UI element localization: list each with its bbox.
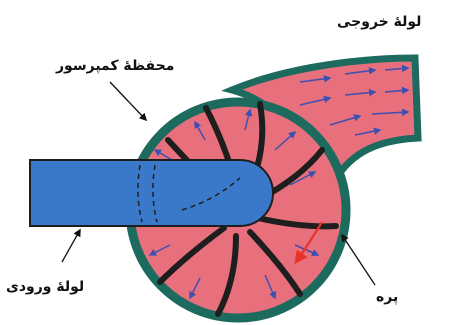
- compressor-casing-label: محفظهٔ کمپرسور: [56, 58, 174, 74]
- blade-label: پره: [376, 289, 398, 305]
- inlet-pipe: [30, 160, 273, 226]
- inlet-pipe-label: لولهٔ ورودی: [6, 279, 84, 295]
- outlet-pipe-label: لولهٔ خروجی: [337, 14, 421, 30]
